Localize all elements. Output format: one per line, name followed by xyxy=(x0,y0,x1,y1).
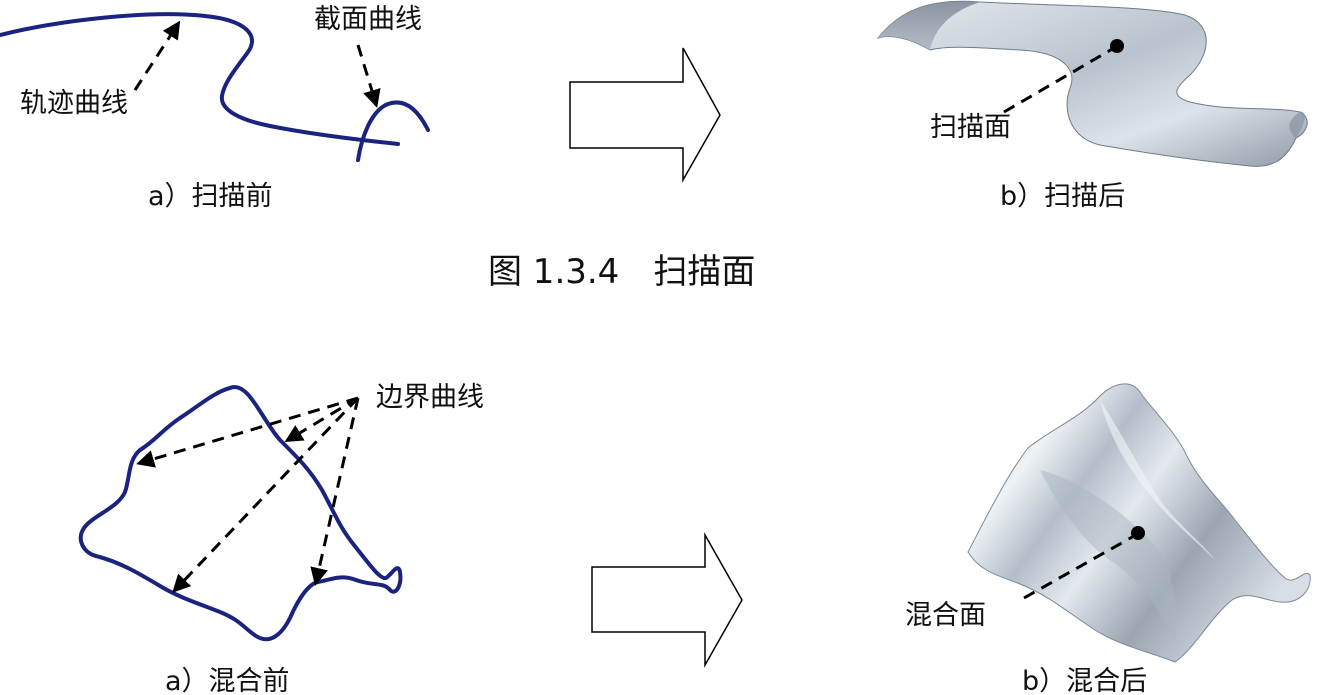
trajectory-leader-arrow xyxy=(133,20,181,91)
trajectory-curve xyxy=(0,12,400,146)
sweep-transform-arrow xyxy=(569,47,721,183)
sweep-before-caption: a）扫描前 xyxy=(148,181,273,212)
boundary-curve xyxy=(78,385,403,642)
sweep-surface-inner xyxy=(878,1,980,50)
sweep-before-panel: 轨迹曲线 截面曲线 a）扫描前 xyxy=(0,4,430,212)
sweep-after-caption: b）扫描后 xyxy=(1000,181,1125,212)
sweep-surface-point xyxy=(1110,39,1124,53)
blend-surface-point xyxy=(1131,526,1145,540)
sweep-surface xyxy=(876,0,1308,167)
sweep-surface-end xyxy=(1289,111,1305,138)
boundary-arrow-4 xyxy=(310,397,360,586)
section-label: 截面曲线 xyxy=(314,4,422,35)
blend-after-panel: 混合面 b）混合后 xyxy=(905,383,1311,695)
blend-surface-fold-1 xyxy=(1040,470,1177,640)
sweep-after-panel: 扫描面 b）扫描后 xyxy=(876,0,1308,212)
figure-caption: 图 1.3.4 扫描面 xyxy=(488,252,755,292)
blend-surface-label: 混合面 xyxy=(905,600,986,631)
sweep-surface-label: 扫描面 xyxy=(930,112,1011,143)
boundary-arrow-3 xyxy=(172,396,360,593)
sweep-surface-leader xyxy=(1003,46,1115,114)
section-curve xyxy=(356,100,430,162)
blend-surface-leader xyxy=(1023,534,1135,600)
boundary-arrow-1 xyxy=(136,396,359,468)
section-leader-arrow xyxy=(356,44,381,108)
blend-before-caption: a）混合前 xyxy=(165,666,290,695)
boundary-label: 边界曲线 xyxy=(376,382,484,413)
blend-surface xyxy=(967,383,1311,663)
blend-before-panel: 边界曲线 a）混合前 xyxy=(78,382,484,695)
blend-after-caption: b）混合后 xyxy=(1022,666,1147,695)
blend-transform-arrow xyxy=(591,532,743,668)
trajectory-label: 轨迹曲线 xyxy=(20,88,128,119)
boundary-arrow-2 xyxy=(284,396,359,443)
